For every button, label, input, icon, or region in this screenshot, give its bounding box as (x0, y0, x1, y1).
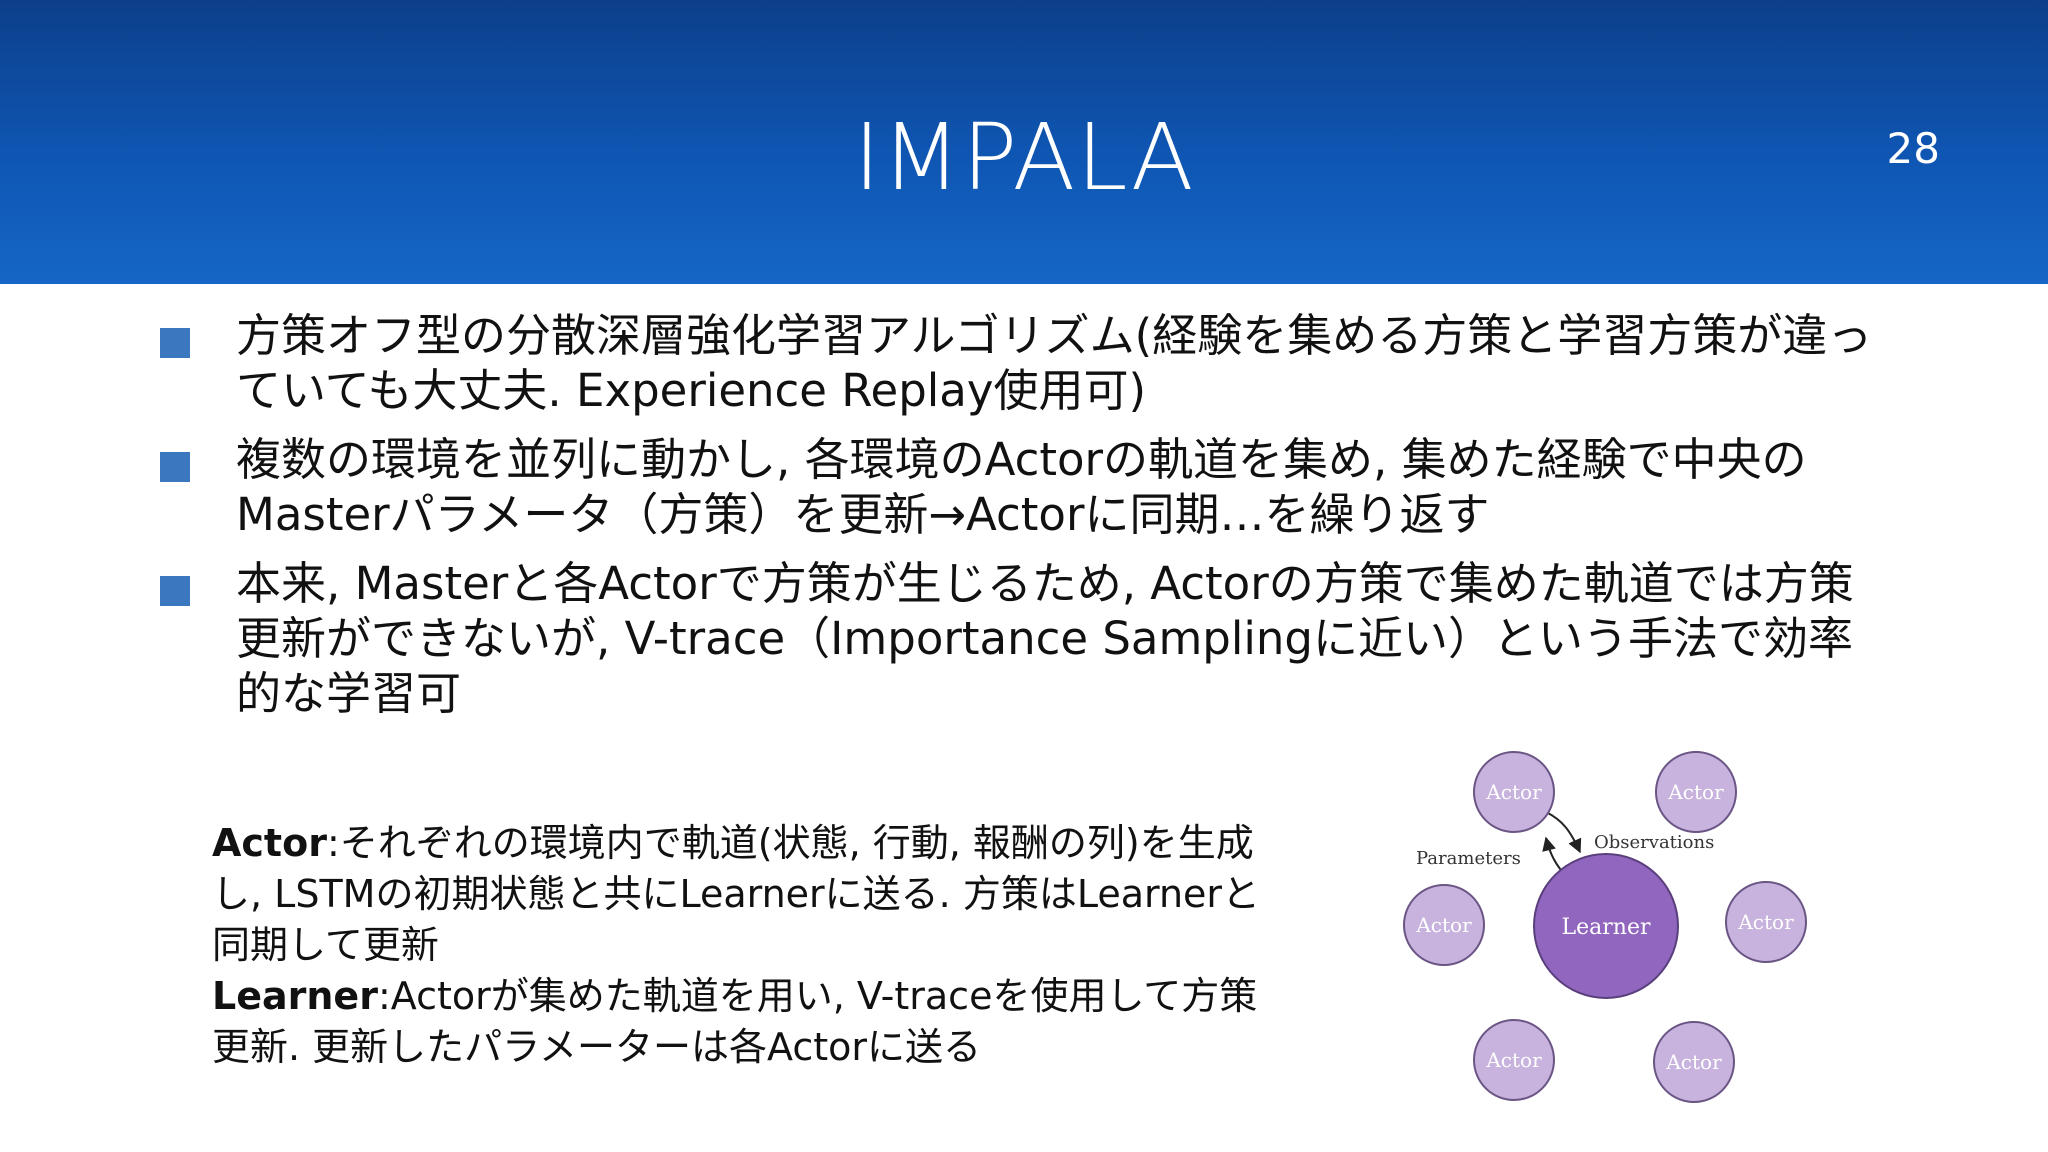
actor-term: Actor (212, 821, 327, 865)
bullet-item: 本来, Masterと各Actorで方策が生じるため, Actorの方策で集めた… (160, 556, 1900, 721)
observations-arrow (1545, 811, 1582, 854)
actor-node-label: Actor (1485, 780, 1542, 804)
bullet-item: 方策オフ型の分散深層強化学習アルゴリズム(経験を集める方策と学習方策が違っていて… (160, 308, 1900, 418)
parameters-label: Parameters (1416, 848, 1521, 869)
actor-node: Actor (1653, 1021, 1735, 1103)
actor-node-label: Actor (1485, 1048, 1542, 1072)
bullet-item: 複数の環境を並列に動かし, 各環境のActorの軌道を集め, 集めた経験で中央の… (160, 432, 1900, 542)
definitions: Actor:それぞれの環境内で軌道(状態, 行動, 報酬の列)を生成し, LST… (212, 818, 1292, 1073)
actor-node: Actor (1473, 1019, 1555, 1101)
bullet-text: 方策オフ型の分散深層強化学習アルゴリズム(経験を集める方策と学習方策が違っていて… (236, 309, 1873, 417)
observations-label: Observations (1594, 832, 1714, 853)
actor-node-label: Actor (1415, 913, 1472, 937)
actor-definition: Actor:それぞれの環境内で軌道(状態, 行動, 報酬の列)を生成し, LST… (212, 818, 1292, 971)
learner-node: Learner (1533, 853, 1679, 999)
actor-node-label: Actor (1737, 910, 1794, 934)
bullet-text: 複数の環境を並列に動かし, 各環境のActorの軌道を集め, 集めた経験で中央の… (236, 433, 1807, 541)
slide-header: IMPALA 28 (0, 0, 2048, 284)
actor-node: Actor (1725, 881, 1807, 963)
actor-node: Actor (1473, 751, 1555, 833)
actor-node-label: Actor (1665, 1050, 1722, 1074)
actor-node: Actor (1655, 751, 1737, 833)
square-bullet-icon (160, 452, 190, 482)
slide-title: IMPALA (853, 104, 1195, 211)
learner-description: :Actorが集めた軌道を用い, V-traceを使用して方策更新. 更新したパ… (212, 974, 1258, 1069)
learner-node-label: Learner (1562, 915, 1651, 940)
square-bullet-icon (160, 576, 190, 606)
actor-node-label: Actor (1667, 780, 1724, 804)
square-bullet-icon (160, 328, 190, 358)
learner-term: Learner (212, 974, 378, 1018)
impala-architecture-diagram: Parameters Observations Actor Actor Acto… (1390, 740, 1830, 1112)
bullet-list: 方策オフ型の分散深層強化学習アルゴリズム(経験を集める方策と学習方策が違っていて… (160, 308, 1900, 735)
learner-definition: Learner:Actorが集めた軌道を用い, V-traceを使用して方策更新… (212, 971, 1292, 1073)
actor-description: :それぞれの環境内で軌道(状態, 行動, 報酬の列)を生成し, LSTMの初期状… (212, 821, 1261, 967)
actor-node: Actor (1403, 884, 1485, 966)
bullet-text: 本来, Masterと各Actorで方策が生じるため, Actorの方策で集めた… (236, 557, 1854, 720)
page-number: 28 (1886, 124, 1940, 173)
diagram-svg: Parameters Observations Actor Actor Acto… (1403, 751, 1807, 1103)
